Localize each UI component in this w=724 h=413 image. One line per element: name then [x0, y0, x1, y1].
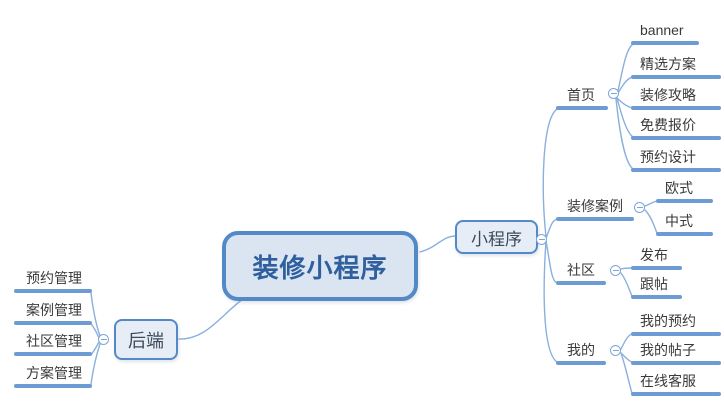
- connector-backend-plan-mgmt: [90, 343, 101, 385]
- collapse-minus-icon-mine[interactable]: [610, 345, 621, 356]
- topic-underline: [631, 168, 721, 172]
- topic-underline: [656, 199, 713, 203]
- topic-underline: [631, 75, 721, 79]
- topic-european-style[interactable]: 欧式: [656, 179, 713, 203]
- topic-chinese-style[interactable]: 中式: [656, 212, 713, 236]
- topic-home[interactable]: 首页: [556, 86, 608, 110]
- topic-underline: [631, 106, 721, 110]
- topic-banner[interactable]: banner: [631, 21, 699, 45]
- topic-underline: [556, 106, 608, 110]
- topic-cases[interactable]: 装修案例: [556, 197, 634, 221]
- collapse-minus-icon-miniapp[interactable]: [536, 234, 547, 245]
- collapse-minus-icon-cases[interactable]: [634, 202, 645, 213]
- connector-community-follow: [620, 272, 633, 297]
- topic-my-posts[interactable]: 我的帖子: [631, 341, 721, 365]
- topic-backend[interactable]: 后端: [114, 319, 178, 360]
- topic-booking-design[interactable]: 预约设计: [631, 148, 721, 172]
- connector-miniapp-home: [542, 108, 558, 238]
- topic-miniapp-label: 小程序: [471, 229, 522, 249]
- topic-underline: [631, 392, 721, 396]
- topic-community-mgmt[interactable]: 社区管理: [14, 332, 92, 356]
- connector-root-backend: [178, 298, 244, 340]
- connector-backend-booking-mgmt: [90, 292, 101, 337]
- collapse-minus-icon-backend[interactable]: [98, 334, 109, 345]
- topic-plan-mgmt[interactable]: 方案管理: [14, 364, 92, 388]
- connector-miniapp-mine: [543, 240, 558, 363]
- topic-underline: [14, 289, 92, 293]
- topic-underline: [14, 321, 92, 325]
- topic-follow-post[interactable]: 跟帖: [631, 275, 682, 299]
- collapse-minus-icon-community[interactable]: [610, 265, 621, 276]
- topic-online-service[interactable]: 在线客服: [631, 372, 721, 396]
- connector-cases-chinese: [644, 209, 658, 234]
- topic-underline: [631, 266, 682, 270]
- connector-home-quote: [616, 97, 634, 138]
- connector-home-banner: [617, 43, 634, 92]
- topic-underline: [631, 136, 721, 140]
- topic-underline: [631, 295, 682, 299]
- topic-backend-label: 后端: [128, 330, 164, 351]
- topic-miniapp[interactable]: 小程序: [455, 220, 538, 254]
- topic-decor-guide[interactable]: 装修攻略: [631, 86, 721, 110]
- topic-underline: [556, 217, 634, 221]
- topic-featured-plans[interactable]: 精选方案: [631, 55, 721, 79]
- topic-my-bookings[interactable]: 我的预约: [631, 312, 721, 336]
- topic-underline: [14, 352, 92, 356]
- topic-underline: [631, 41, 699, 45]
- topic-underline: [631, 332, 721, 336]
- topic-case-mgmt[interactable]: 案例管理: [14, 301, 92, 325]
- topic-free-quote[interactable]: 免费报价: [631, 116, 721, 140]
- topic-underline: [14, 384, 92, 388]
- root-topic[interactable]: 装修小程序: [222, 231, 418, 301]
- connector-root-miniapp: [419, 235, 456, 253]
- topic-underline: [556, 361, 606, 365]
- connector-miniapp-community: [545, 240, 558, 284]
- connector-home-booking: [615, 98, 634, 170]
- root-topic-label: 装修小程序: [252, 252, 388, 283]
- topic-underline: [631, 361, 721, 365]
- topic-mine[interactable]: 我的: [556, 341, 606, 365]
- collapse-minus-icon-home[interactable]: [608, 88, 619, 99]
- topic-underline: [556, 281, 606, 285]
- connector-mine-service: [620, 352, 633, 394]
- topic-underline: [656, 232, 713, 236]
- topic-post[interactable]: 发布: [631, 246, 682, 270]
- topic-community[interactable]: 社区: [556, 261, 606, 285]
- connector-miniapp-cases: [545, 218, 558, 239]
- topic-booking-mgmt[interactable]: 预约管理: [14, 269, 92, 293]
